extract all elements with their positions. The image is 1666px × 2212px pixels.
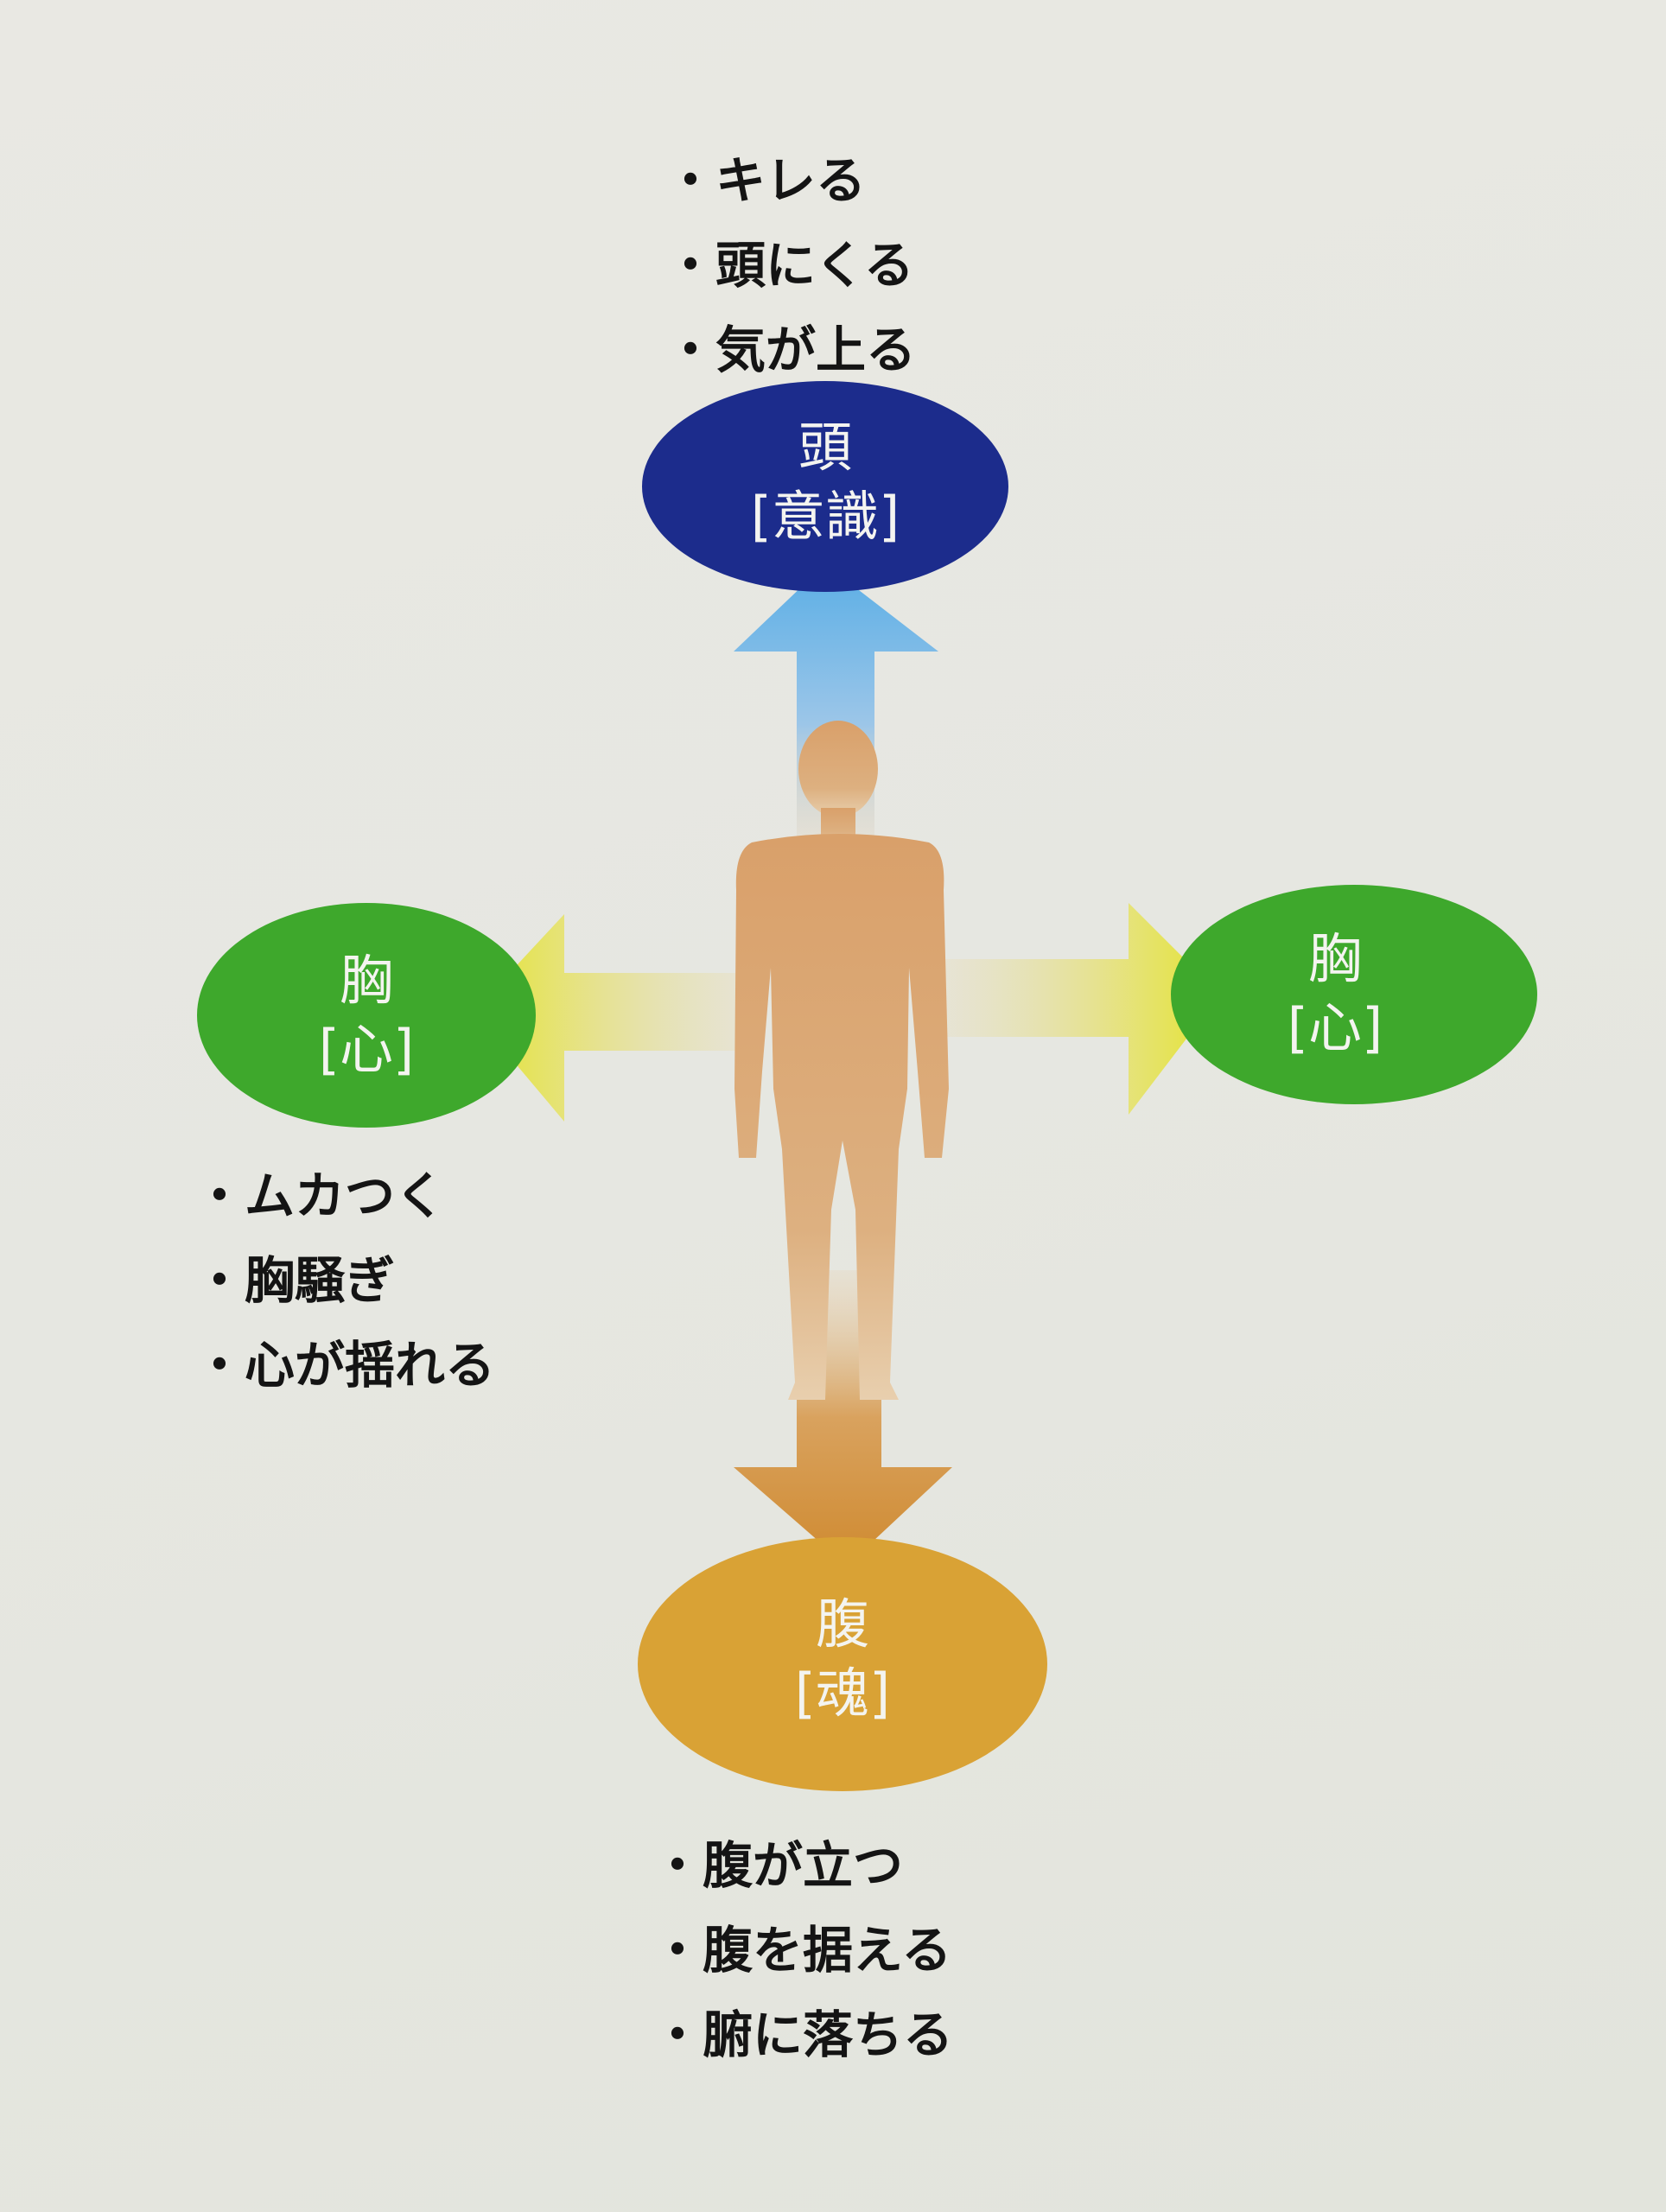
left-arrow (473, 914, 760, 1122)
chest-left-label: 胸 [心] (245, 946, 487, 1084)
head-oval (642, 381, 1008, 592)
list-item: ムカつく (194, 1154, 495, 1238)
head-subtitle: [意識] (750, 485, 900, 548)
belly-subtitle: [魂] (794, 1662, 891, 1725)
list-item: 腑に落ちる (652, 1993, 953, 2077)
list-item: キレる (665, 138, 916, 223)
head-title: 頭 (798, 416, 852, 479)
list-item: 腹が立つ (652, 1823, 953, 1908)
chest-left-subtitle: [心] (318, 1018, 415, 1081)
list-item: 気が上る (665, 308, 916, 392)
chest-expressions: ムカつく 胸騒ぎ 心が揺れる (194, 1154, 495, 1408)
belly-arrow (734, 1270, 952, 1566)
human-figure (734, 721, 949, 1400)
chest-right-subtitle: [心] (1287, 996, 1383, 1059)
list-item: 腹を据える (652, 1908, 953, 1993)
chest-left-oval (197, 903, 536, 1128)
belly-label: 腹 [魂] (722, 1590, 963, 1728)
belly-title: 腹 (815, 1592, 869, 1656)
head-label: 頭 [意識] (696, 413, 955, 551)
head-expressions: キレる 頭にくる 気が上る (665, 138, 916, 392)
chest-right-label: 胸 [心] (1214, 925, 1456, 1063)
belly-oval (638, 1537, 1047, 1791)
head-arrow (734, 564, 938, 855)
chest-right-title: 胸 (1307, 927, 1362, 990)
list-item: 胸騒ぎ (194, 1238, 495, 1323)
belly-expressions: 腹が立つ 腹を据える 腑に落ちる (652, 1823, 953, 2077)
list-item: 頭にくる (665, 223, 916, 308)
chest-left-title: 胸 (339, 949, 393, 1012)
right-arrow (933, 903, 1220, 1115)
chest-right-oval (1171, 885, 1537, 1104)
list-item: 心が揺れる (194, 1323, 495, 1408)
